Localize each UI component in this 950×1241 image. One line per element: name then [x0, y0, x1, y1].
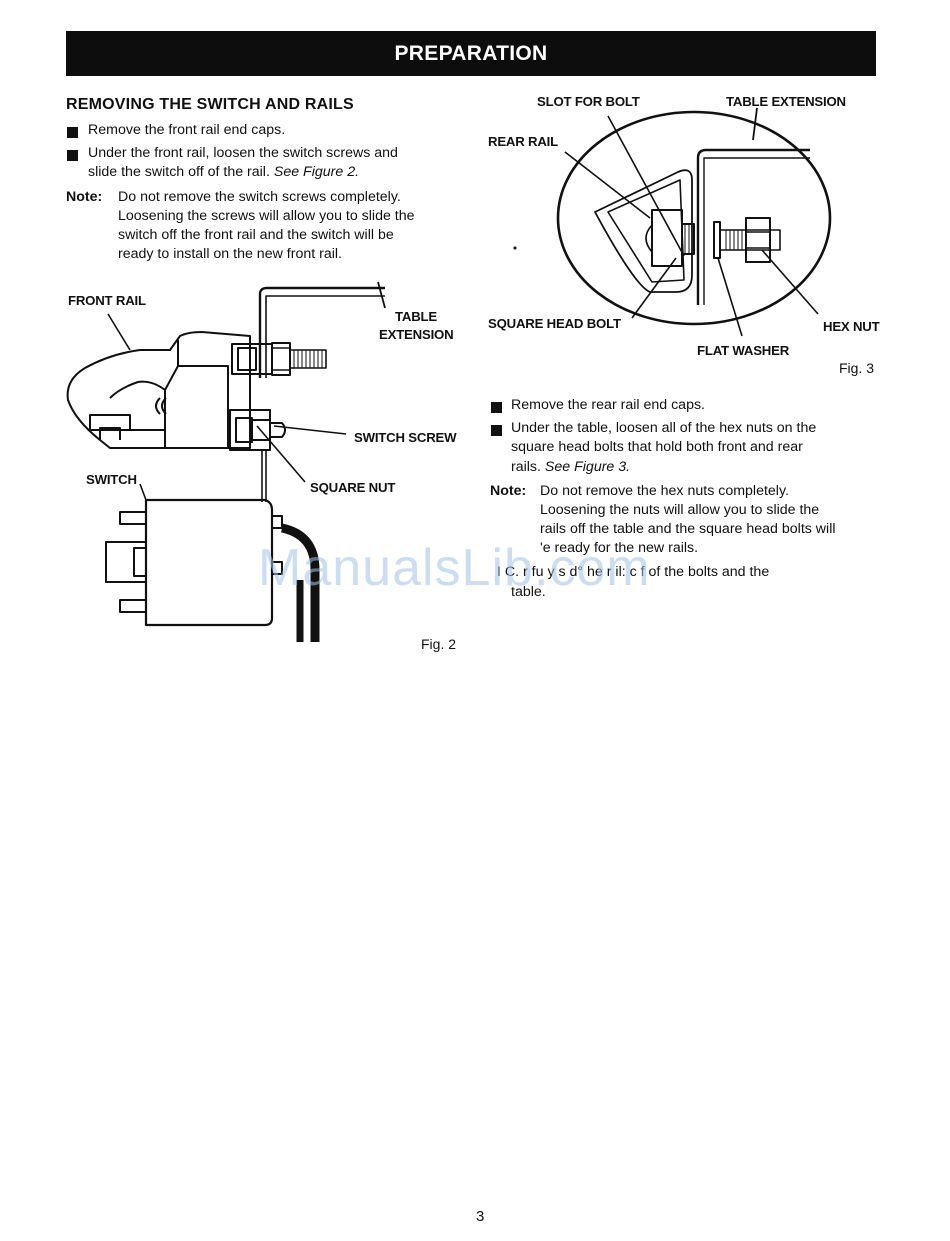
label-hex-nut: HEX NUT: [823, 319, 880, 334]
see-figure-3: See Figure 3.: [544, 459, 631, 475]
label-switch-screw: SWITCH SCREW: [354, 430, 457, 445]
label-table: TABLE: [395, 309, 437, 324]
figure-2-diagram: [66, 281, 386, 642]
label-switch: SWITCH: [86, 472, 137, 487]
left-bullet-1: Remove the front rail end caps.: [88, 122, 286, 138]
figure-3-caption: Fig. 3: [839, 360, 875, 376]
label-rear-rail: REAR RAIL: [488, 134, 558, 149]
right-bullet-2-line-2: square head bolts that hold both front a…: [511, 439, 803, 455]
left-note-line-4: ready to install on the new front rail.: [118, 246, 342, 262]
left-bullet-2-text: slide the switch off of the rail.: [88, 164, 270, 180]
right-note-line-3: rails off the table and the square head …: [540, 521, 836, 537]
left-bullet-2-line-1: Under the front rail, loosen the switch …: [88, 145, 398, 161]
right-bullet-3-line-1: I C. r fu y s d° he r il: c f of the bol…: [497, 564, 770, 580]
label-table-extension: TABLE EXTENSION: [726, 94, 846, 109]
right-bullet-1: Remove the rear rail end caps.: [511, 397, 705, 413]
right-note-label: Note:: [490, 483, 527, 499]
label-slot-for-bolt: SLOT FOR BOLT: [537, 94, 640, 109]
right-bullet-3-line-2: table.: [511, 584, 546, 600]
bullet-marker: [491, 425, 502, 436]
right-note-line-1: Do not remove the hex nuts completely.: [540, 483, 789, 499]
left-note-line-2: Loosening the screws will allow you to s…: [118, 208, 415, 224]
right-bullet-2-text: rails.: [511, 459, 541, 475]
label-front-rail: FRONT RAIL: [68, 293, 146, 308]
watermark: ManualsLib.com: [258, 539, 651, 597]
bullet-marker: [67, 150, 78, 161]
right-bullet-2-line-3: rails. See Figure 3.: [511, 458, 630, 478]
label-flat-washer: FLAT WASHER: [697, 343, 790, 358]
right-bullet-2-line-1: Under the table, loosen all of the hex n…: [511, 420, 817, 436]
section-heading: REMOVING THE SWITCH AND RAILS: [66, 96, 354, 113]
left-bullet-2-line-2: slide the switch off of the rail. See Fi…: [88, 163, 359, 183]
left-note-line-3: switch off the front rail and the switch…: [118, 227, 394, 243]
label-square-head-bolt: SQUARE HEAD BOLT: [488, 316, 621, 331]
label-square-nut: SQUARE NUT: [310, 480, 396, 495]
figure-2-caption: Fig. 2: [421, 636, 457, 652]
bullet-marker: [67, 127, 78, 138]
page-number: 3: [476, 1208, 485, 1225]
left-note-line-1: Do not remove the switch screws complete…: [118, 189, 401, 205]
left-note-label: Note:: [66, 189, 103, 205]
label-extension: EXTENSION: [379, 327, 454, 342]
bullet-marker: [491, 402, 502, 413]
right-note-line-4: 'e ready for the new rails.: [540, 540, 699, 556]
see-figure-2: See Figure 2.: [273, 164, 360, 180]
section-banner: PREPARATION: [66, 31, 876, 76]
figure-3-diagram: [513, 107, 832, 337]
right-note-line-2: Loosening the nuts will allow you to sli…: [540, 502, 820, 518]
